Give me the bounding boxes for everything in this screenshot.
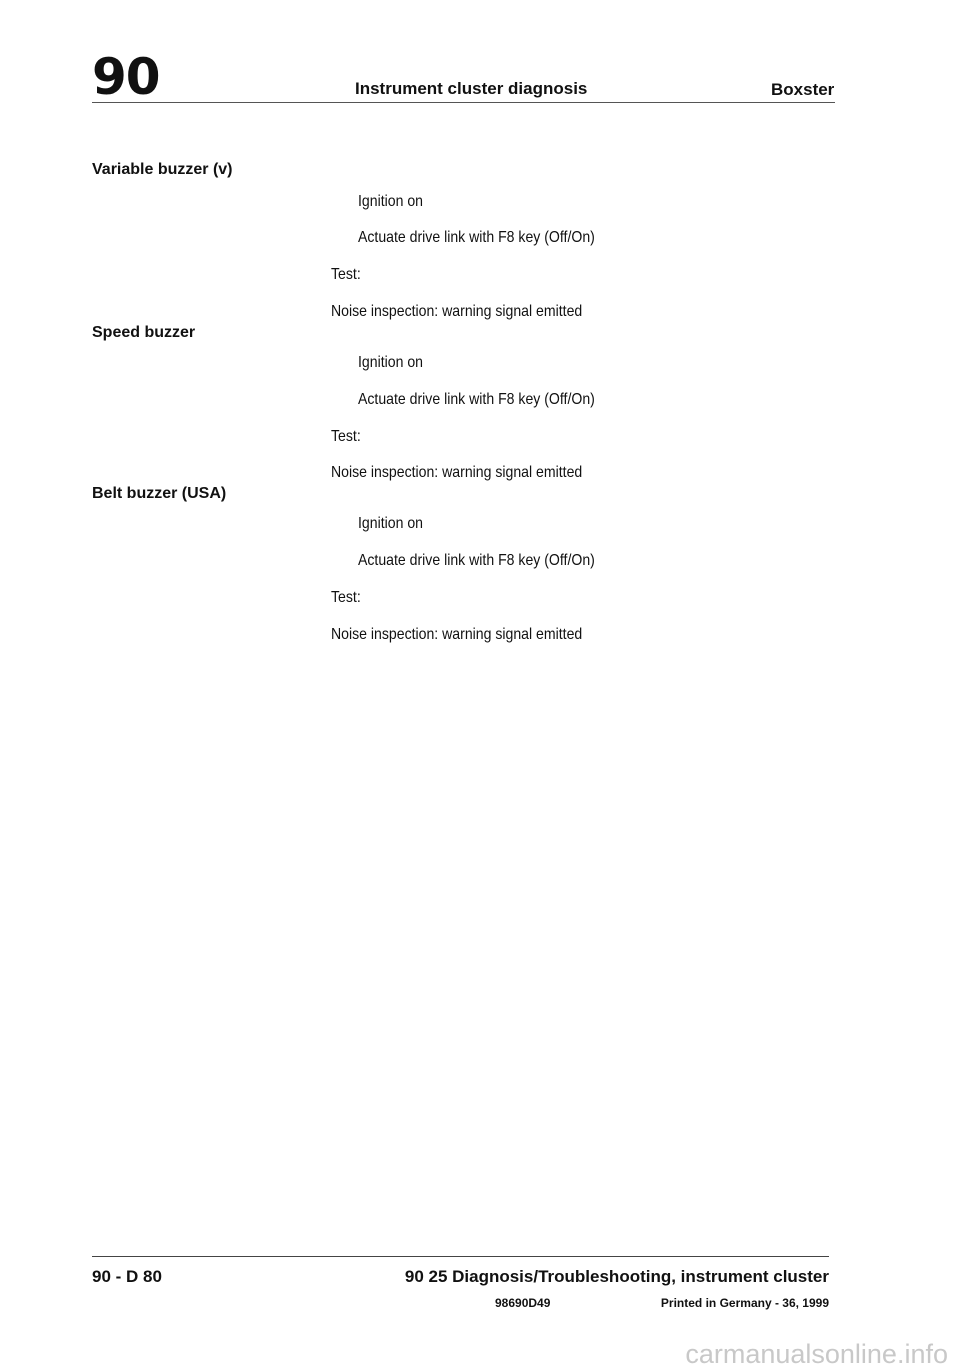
footer-divider [92,1256,829,1257]
step-ignition-on: Ignition on [358,515,423,532]
step-ignition-on: Ignition on [358,193,423,210]
model-name: Boxster [771,80,835,99]
header-divider [92,102,835,103]
step-actuate-drive-link: Actuate drive link with F8 key (Off/On) [358,552,595,569]
group-number: 90 [92,48,161,106]
test-result: Noise inspection: warning signal emitted [331,626,583,643]
page-number: 90 - D 80 [92,1267,162,1286]
test-result: Noise inspection: warning signal emitted [331,303,583,320]
page-title: Instrument cluster diagnosis [355,79,588,98]
watermark: carmanualsonline.info [685,1339,948,1369]
test-label: Test: [331,266,361,283]
print-info: Printed in Germany - 36, 1999 [660,1296,829,1310]
test-label: Test: [331,589,361,606]
footer-section-title: 90 25 Diagnosis/Troubleshooting, instrum… [404,1267,829,1286]
section-label: Belt buzzer (USA) [92,485,227,502]
section-label: Speed buzzer [92,324,196,341]
step-actuate-drive-link: Actuate drive link with F8 key (Off/On) [358,391,595,408]
test-label: Test: [331,428,361,445]
step-actuate-drive-link: Actuate drive link with F8 key (Off/On) [358,229,595,246]
test-result: Noise inspection: warning signal emitted [331,464,583,481]
document-number: 98690D49 [495,1296,551,1310]
step-ignition-on: Ignition on [358,354,423,371]
section-label: Variable buzzer (v) [92,161,233,178]
